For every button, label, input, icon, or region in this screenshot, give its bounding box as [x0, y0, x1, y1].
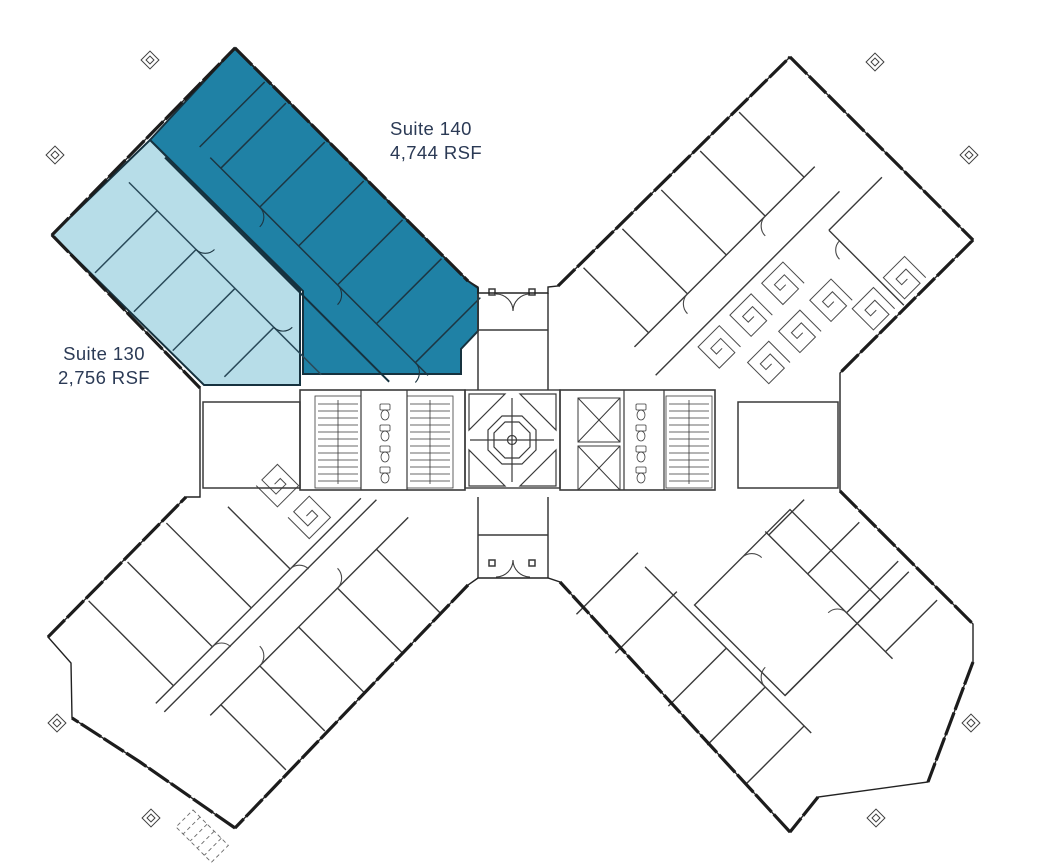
grid-marker-icon	[45, 145, 65, 165]
atrium-corner-triangle	[468, 393, 507, 432]
elevator-bank	[577, 397, 621, 491]
stairwell	[314, 395, 362, 489]
atrium-corner-triangle	[518, 393, 557, 432]
grid-marker-icon	[961, 713, 981, 733]
stairwell	[665, 395, 713, 489]
grid-marker-icon	[959, 145, 979, 165]
building-outer-wall	[46, 46, 975, 834]
suite-140-label: Suite 140 4,744 RSF	[390, 118, 482, 163]
suite-130-area: 2,756 RSF	[58, 367, 150, 388]
atrium-octagon	[470, 398, 554, 482]
atrium-corner-triangle	[518, 448, 557, 487]
north-connector	[477, 288, 549, 390]
atrium-corner-triangle	[468, 448, 507, 487]
south-connector	[477, 497, 549, 578]
core-right-end-room	[737, 401, 839, 489]
stairwell	[406, 395, 454, 489]
grid-marker-icon	[865, 52, 885, 72]
grid-marker-icon	[866, 808, 886, 828]
grid-marker-icon	[47, 713, 67, 733]
wing-top-left-partitions	[94, 81, 481, 383]
grid-marker-icon	[140, 50, 160, 70]
suite-130-label: Suite 130 2,756 RSF	[58, 343, 150, 388]
suite-130-name: Suite 130	[63, 343, 145, 364]
cubicle-cluster	[697, 255, 927, 385]
core	[202, 288, 839, 578]
core-left-end-room	[202, 401, 301, 489]
atrium	[464, 389, 561, 489]
grid-marker-icon	[141, 808, 161, 828]
wing-bottom-right-partitions	[575, 499, 938, 785]
suite-140-name: Suite 140	[390, 118, 472, 139]
suite-130-region[interactable]	[50, 138, 301, 386]
wing-bottom-left-partitions	[88, 463, 442, 771]
suite-140-area: 4,744 RSF	[390, 142, 482, 163]
wing-top-right-partitions	[583, 111, 927, 385]
